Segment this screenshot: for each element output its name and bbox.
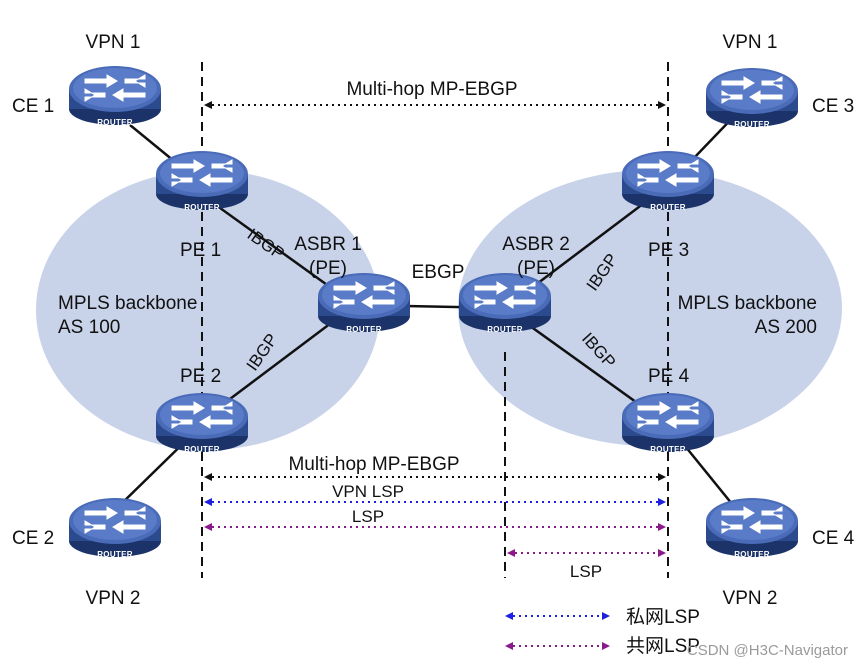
ce3-label: CE 3 [812,96,854,117]
svg-text:ROUTER: ROUTER [487,325,523,334]
vpn2-right-label: VPN 2 [723,588,778,609]
multihop-top-label: Multi-hop MP-EBGP [346,79,517,100]
multihop-bottom-label: Multi-hop MP-EBGP [288,454,459,475]
pe2-label: PE 2 [180,366,221,387]
mpls-right-line2: AS 200 [755,317,817,338]
svg-text:ROUTER: ROUTER [650,445,686,454]
router-icon: ROUTER [621,392,715,454]
svg-text:ROUTER: ROUTER [650,203,686,212]
legend-private-label: 私网LSP [626,606,700,628]
mpls-cloud-left [36,170,380,450]
asbr2-role-label: (PE) [517,258,555,279]
legend-public-label: 共网LSP [626,635,700,657]
lsp-short-label: LSP [570,562,602,581]
mpls-left-line2: AS 100 [58,317,120,338]
router-icon: ROUTER [68,497,162,559]
svg-text:ROUTER: ROUTER [734,550,770,559]
router-icon: ROUTER [621,150,715,212]
router-icon: ROUTER [155,392,249,454]
mpls-right-line1: MPLS backbone [678,293,817,314]
router-icon: ROUTER [68,65,162,127]
svg-text:ROUTER: ROUTER [184,445,220,454]
ebgp-label: EBGP [412,262,465,283]
svg-text:ROUTER: ROUTER [346,325,382,334]
router-icon: ROUTER [458,272,552,334]
asbr1-label: ASBR 1 [294,234,362,255]
vpn1-left-label: VPN 1 [86,32,141,53]
pe4-label: PE 4 [648,366,690,387]
router-icon: ROUTER [155,150,249,212]
vpn1-right-label: VPN 1 [723,32,778,53]
svg-text:ROUTER: ROUTER [97,118,133,127]
asbr2-label: ASBR 2 [502,234,570,255]
svg-text:ROUTER: ROUTER [734,120,770,129]
vpn2-left-label: VPN 2 [86,588,141,609]
pe3-label: PE 3 [648,240,689,261]
svg-text:ROUTER: ROUTER [97,550,133,559]
mpls-cloud-right [458,170,842,446]
router-icon: ROUTER [705,67,799,129]
ce2-label: CE 2 [12,528,54,549]
vpn-lsp-label: VPN LSP [332,482,404,501]
svg-text:ROUTER: ROUTER [184,203,220,212]
watermark: CSDN @H3C-Navigator [687,642,848,659]
asbr1-role-label: (PE) [309,258,347,279]
ce1-label: CE 1 [12,96,54,117]
ce4-label: CE 4 [812,528,855,549]
router-icon: ROUTER [705,497,799,559]
router-icon: ROUTER [317,272,411,334]
pe1-label: PE 1 [180,240,221,261]
lsp-long-label: LSP [352,507,384,526]
mpls-left-line1: MPLS backbone [58,293,197,314]
